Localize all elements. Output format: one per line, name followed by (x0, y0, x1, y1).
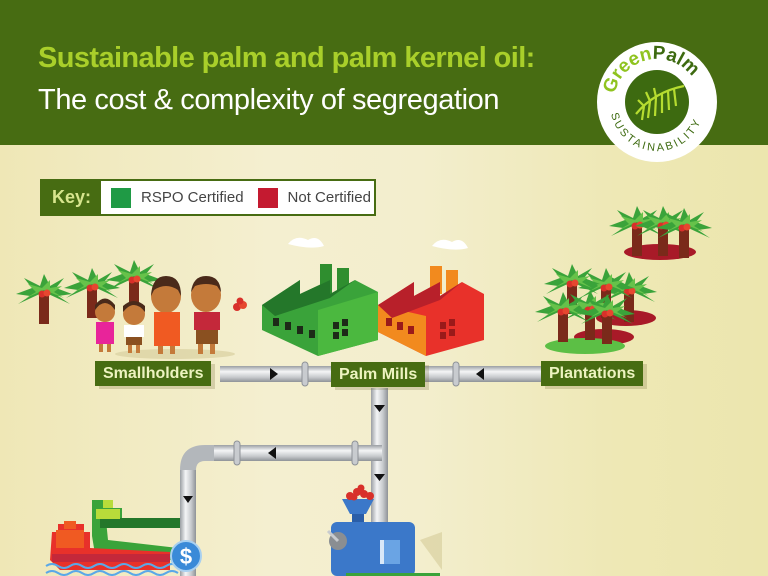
legend-key: Key: RSPO Certified Not Certified (40, 179, 376, 216)
arrow-down-icon (374, 474, 385, 481)
node-label-palm-mills: Palm Mills (331, 362, 426, 387)
palm-leaf-icon (625, 70, 689, 134)
currency-symbol: $ (180, 544, 192, 569)
arrow-right-icon (270, 368, 278, 380)
certified-mill-icon (262, 237, 378, 356)
arrow-left-icon (476, 368, 484, 380)
non-certified-mill-icon (378, 239, 484, 356)
page-title: Sustainable palm and palm kernel oil: (38, 42, 535, 74)
dollar-icon: $ (170, 540, 202, 572)
tanker-ships-icon (45, 500, 180, 576)
smallholder-family-icon (95, 276, 247, 359)
legend-swatch-certified (111, 187, 131, 208)
legend-label-not-certified: Not Certified (287, 189, 371, 206)
page-subtitle: The cost & complexity of segregation (38, 84, 500, 116)
node-label-plantations: Plantations (541, 361, 644, 386)
arrow-down-icon (183, 496, 193, 503)
refinery-machine-icon (326, 484, 442, 576)
node-label-smallholders: Smallholders (95, 361, 212, 386)
legend-swatch-not-certified (257, 187, 278, 208)
arrow-down-icon (374, 405, 385, 412)
plantation-palms-icon (535, 206, 712, 354)
legend-label-certified: RSPO Certified (141, 189, 244, 206)
legend-title: Key: (42, 181, 101, 214)
arrow-left-icon (268, 447, 276, 459)
greenpalm-logo: GreenPalm SUSTAINABILITY (590, 42, 724, 164)
